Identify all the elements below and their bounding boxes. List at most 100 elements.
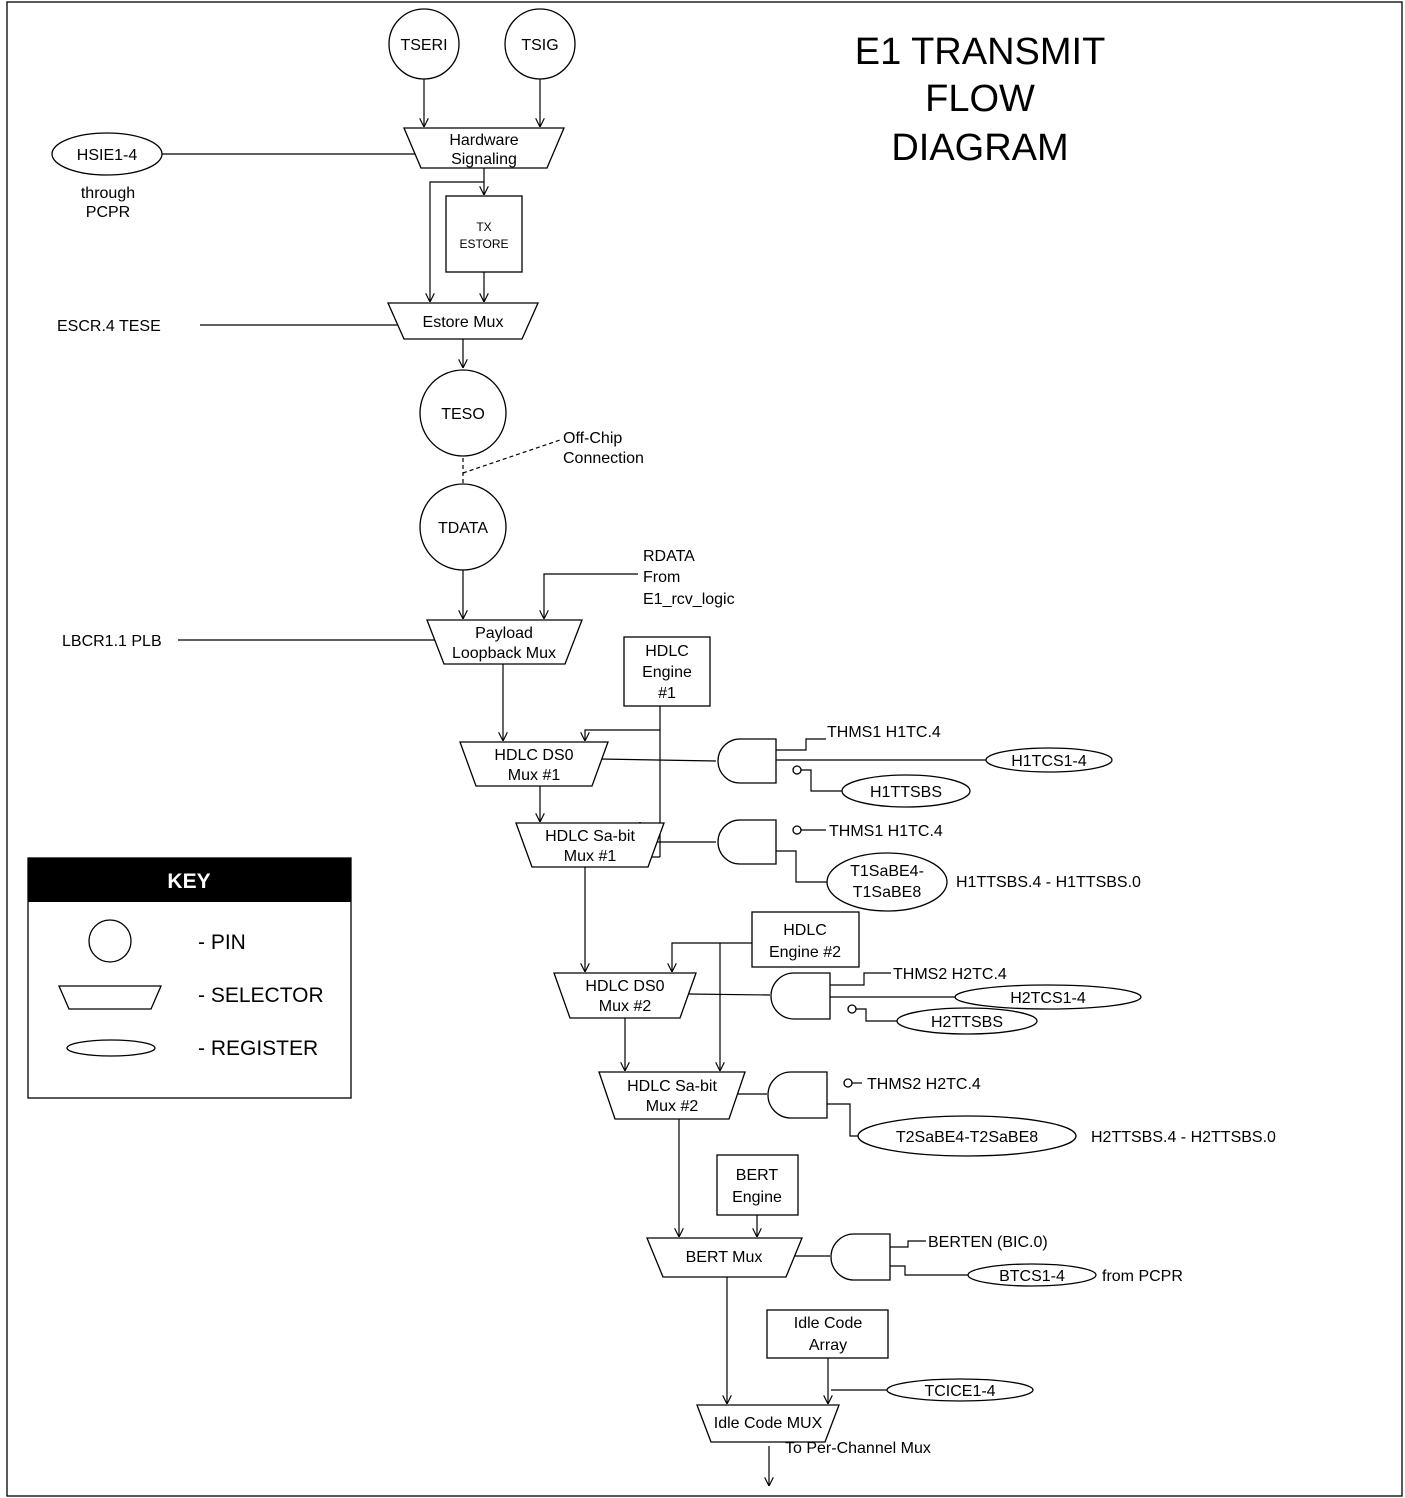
- svg-text:HDLC Sa-bit: HDLC Sa-bit: [545, 828, 635, 845]
- label-through-pcpr: through PCPR: [81, 185, 135, 221]
- box-bert-engine: BERT Engine: [716, 1154, 799, 1216]
- svg-text:Engine #2: Engine #2: [769, 944, 841, 961]
- svg-text:BERT: BERT: [736, 1167, 779, 1184]
- selector-hdlc-sabit-mux-1: HDLC Sa-bit Mux #1: [515, 822, 665, 868]
- svg-text:TESO: TESO: [441, 406, 485, 423]
- label-from-pcpr: from PCPR: [1102, 1268, 1183, 1285]
- svg-text:PCPR: PCPR: [86, 204, 130, 221]
- svg-text:TSIG: TSIG: [521, 37, 558, 54]
- svg-text:DIAGRAM: DIAGRAM: [891, 127, 1068, 169]
- svg-text:KEY: KEY: [167, 870, 210, 893]
- connections: [162, 78, 986, 1486]
- svg-text:Payload: Payload: [475, 625, 533, 642]
- box-hdlc-engine-1: HDLC Engine #1: [623, 636, 711, 707]
- key-pin-label: - PIN: [198, 931, 246, 954]
- register-h1ttsbs: H1TTSBS: [841, 774, 971, 808]
- selector-bert-mux: BERT Mux: [646, 1237, 803, 1278]
- svg-text:Off-Chip: Off-Chip: [563, 430, 622, 447]
- key-pin: - PIN: [88, 919, 246, 963]
- and-gate-1: [717, 738, 777, 784]
- svg-text:HDLC DS0: HDLC DS0: [585, 978, 664, 995]
- selector-idle-code-mux: Idle Code MUX: [696, 1404, 840, 1443]
- label-h1ttsbs-range: H1TTSBS.4 - H1TTSBS.0: [956, 874, 1141, 891]
- svg-text:Idle Code MUX: Idle Code MUX: [714, 1415, 823, 1432]
- register-h2ttsbs: H2TTSBS: [896, 1007, 1038, 1035]
- svg-text:HDLC: HDLC: [783, 922, 827, 939]
- svg-text:From: From: [643, 569, 680, 586]
- svg-text:RDATA: RDATA: [643, 548, 695, 565]
- label-rdata: RDATA From E1_rcv_logic: [643, 548, 735, 608]
- key-pin-symbol: [88, 919, 132, 963]
- svg-text:Mux #2: Mux #2: [646, 1098, 699, 1115]
- box-tx-estore: TX ESTORE: [445, 195, 523, 273]
- svg-text:Engine: Engine: [642, 664, 692, 681]
- label-thms2-a: THMS2 H2TC.4: [893, 966, 1007, 983]
- register-t1sabe: T1SaBE4- T1SaBE8: [826, 852, 948, 912]
- svg-text:T1SaBE8: T1SaBE8: [853, 884, 922, 901]
- label-off-chip: Off-Chip Connection: [563, 430, 644, 467]
- key-legend: KEY: [27, 857, 352, 1099]
- svg-text:FLOW: FLOW: [925, 78, 1035, 120]
- svg-text:BTCS1-4: BTCS1-4: [999, 1268, 1065, 1285]
- svg-text:Connection: Connection: [563, 450, 644, 467]
- svg-text:T2SaBE4-T2SaBE8: T2SaBE4-T2SaBE8: [896, 1129, 1038, 1146]
- svg-text:HDLC: HDLC: [645, 643, 689, 660]
- svg-text:Signaling: Signaling: [451, 151, 517, 168]
- svg-text:Idle Code: Idle Code: [794, 1315, 863, 1332]
- svg-text:H1TCS1-4: H1TCS1-4: [1011, 753, 1087, 770]
- pin-tsig: TSIG: [504, 8, 576, 80]
- svg-text:H2TTSBS: H2TTSBS: [931, 1014, 1003, 1031]
- svg-text:through: through: [81, 185, 135, 202]
- label-thms2-b: THMS2 H2TC.4: [867, 1076, 981, 1093]
- svg-text:Engine: Engine: [732, 1189, 782, 1206]
- svg-text:Mux #1: Mux #1: [508, 767, 561, 784]
- svg-text:TDATA: TDATA: [438, 520, 488, 537]
- label-thms1-a: THMS1 H1TC.4: [827, 724, 941, 741]
- selector-hdlc-ds0-mux-1: HDLC DS0 Mux #1: [459, 741, 609, 787]
- key-register-symbol: [66, 1039, 156, 1057]
- svg-text:BERT Mux: BERT Mux: [686, 1249, 763, 1266]
- label-to-per-channel: To Per-Channel Mux: [785, 1440, 931, 1457]
- label-h2ttsbs-range: H2TTSBS.4 - H2TTSBS.0: [1091, 1129, 1276, 1146]
- and-gate-3: [770, 972, 831, 1020]
- key-register-label: - REGISTER: [198, 1037, 318, 1060]
- svg-text:HDLC Sa-bit: HDLC Sa-bit: [627, 1078, 717, 1095]
- svg-text:HDLC DS0: HDLC DS0: [494, 747, 573, 764]
- key-selector: - SELECTOR: [58, 984, 324, 1010]
- register-h1tcs: H1TCS1-4: [985, 747, 1113, 773]
- svg-text:H2TCS1-4: H2TCS1-4: [1010, 990, 1086, 1007]
- svg-text:TCICE1-4: TCICE1-4: [924, 1383, 995, 1400]
- svg-text:Estore Mux: Estore Mux: [423, 314, 504, 331]
- svg-text:E1 TRANSMIT: E1 TRANSMIT: [855, 31, 1106, 73]
- pin-teso: TESO: [419, 369, 507, 457]
- box-idle-code-array: Idle Code Array: [766, 1309, 889, 1359]
- label-escr: ESCR.4 TESE: [57, 318, 161, 335]
- register-tcice: TCICE1-4: [886, 1378, 1034, 1402]
- svg-text:TSERI: TSERI: [400, 37, 447, 54]
- pin-tseri: TSERI: [388, 8, 460, 80]
- svg-text:E1_rcv_logic: E1_rcv_logic: [643, 591, 735, 608]
- svg-text:#1: #1: [658, 685, 676, 702]
- svg-text:TX: TX: [476, 220, 491, 234]
- register-hsie: HSIE1-4: [51, 132, 163, 176]
- selector-payload-loopback-mux: Payload Loopback Mux: [426, 619, 583, 665]
- svg-text:Mux #2: Mux #2: [599, 998, 652, 1015]
- box-hdlc-engine-2: HDLC Engine #2: [751, 911, 860, 968]
- and-gate-5: [830, 1233, 891, 1281]
- svg-text:Mux #1: Mux #1: [564, 848, 617, 865]
- register-btcs: BTCS1-4: [967, 1263, 1097, 1287]
- label-thms1-b: THMS1 H1TC.4: [829, 823, 943, 840]
- svg-text:H1TTSBS: H1TTSBS: [870, 784, 942, 801]
- label-lbcr: LBCR1.1 PLB: [62, 633, 162, 650]
- key-register: - REGISTER: [66, 1037, 318, 1060]
- label-berten: BERTEN (BIC.0): [928, 1234, 1048, 1251]
- and-gate-2: [717, 819, 777, 865]
- key-selector-label: - SELECTOR: [198, 984, 324, 1007]
- selector-hardware-signaling: Hardware Signaling: [403, 127, 565, 169]
- diagram-title: E1 TRANSMIT FLOW DIAGRAM: [855, 31, 1106, 169]
- selector-hdlc-ds0-mux-2: HDLC DS0 Mux #2: [553, 972, 697, 1019]
- register-t2sabe: T2SaBE4-T2SaBE8: [857, 1115, 1077, 1157]
- svg-text:Hardware: Hardware: [449, 132, 518, 149]
- svg-text:HSIE1-4: HSIE1-4: [77, 147, 138, 164]
